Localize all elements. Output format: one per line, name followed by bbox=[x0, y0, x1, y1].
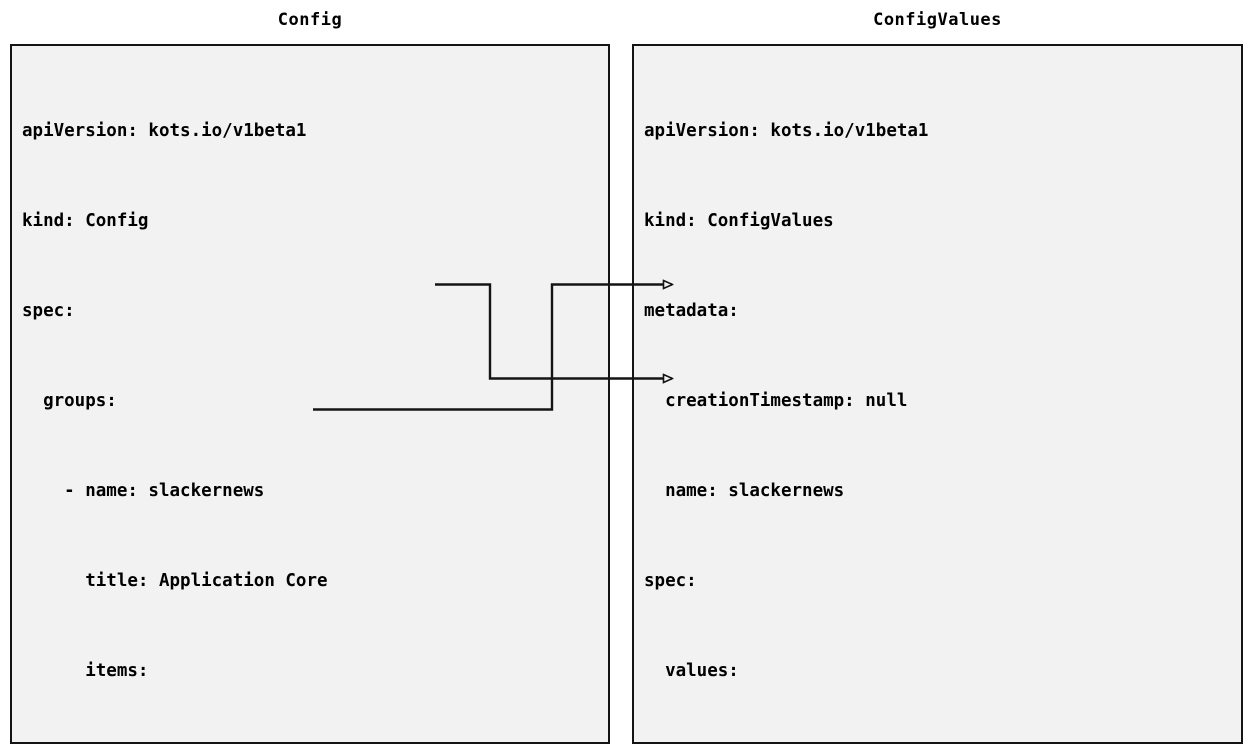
code-line: metadata: bbox=[644, 301, 739, 321]
code-line: values: bbox=[644, 661, 739, 681]
configvalues-yaml-code: apiVersion: kots.io/v1beta1 kind: Config… bbox=[634, 46, 1150, 742]
config-panel: apiVersion: kots.io/v1beta1 kind: Config… bbox=[10, 44, 610, 744]
code-line: name: slackernews bbox=[644, 481, 845, 501]
code-line: groups: bbox=[22, 391, 117, 411]
code-line: items: bbox=[22, 661, 149, 681]
code-line: kind: Config bbox=[22, 211, 149, 231]
code-line: creationTimestamp: null bbox=[644, 391, 908, 411]
code-line: - name: slackernews bbox=[22, 481, 265, 501]
configvalues-panel: apiVersion: kots.io/v1beta1 kind: Config… bbox=[632, 44, 1243, 744]
code-line: spec: bbox=[644, 571, 697, 591]
code-line: spec: bbox=[22, 301, 75, 321]
config-panel-title: Config bbox=[277, 10, 343, 30]
code-line: apiVersion: kots.io/v1beta1 bbox=[22, 121, 307, 141]
code-line: apiVersion: kots.io/v1beta1 bbox=[644, 121, 929, 141]
configvalues-panel-title: ConfigValues bbox=[873, 10, 1002, 30]
code-line: kind: ConfigValues bbox=[644, 211, 834, 231]
config-yaml-code: apiVersion: kots.io/v1beta1 kind: Config… bbox=[12, 46, 380, 742]
code-line: title: Application Core bbox=[22, 571, 328, 591]
